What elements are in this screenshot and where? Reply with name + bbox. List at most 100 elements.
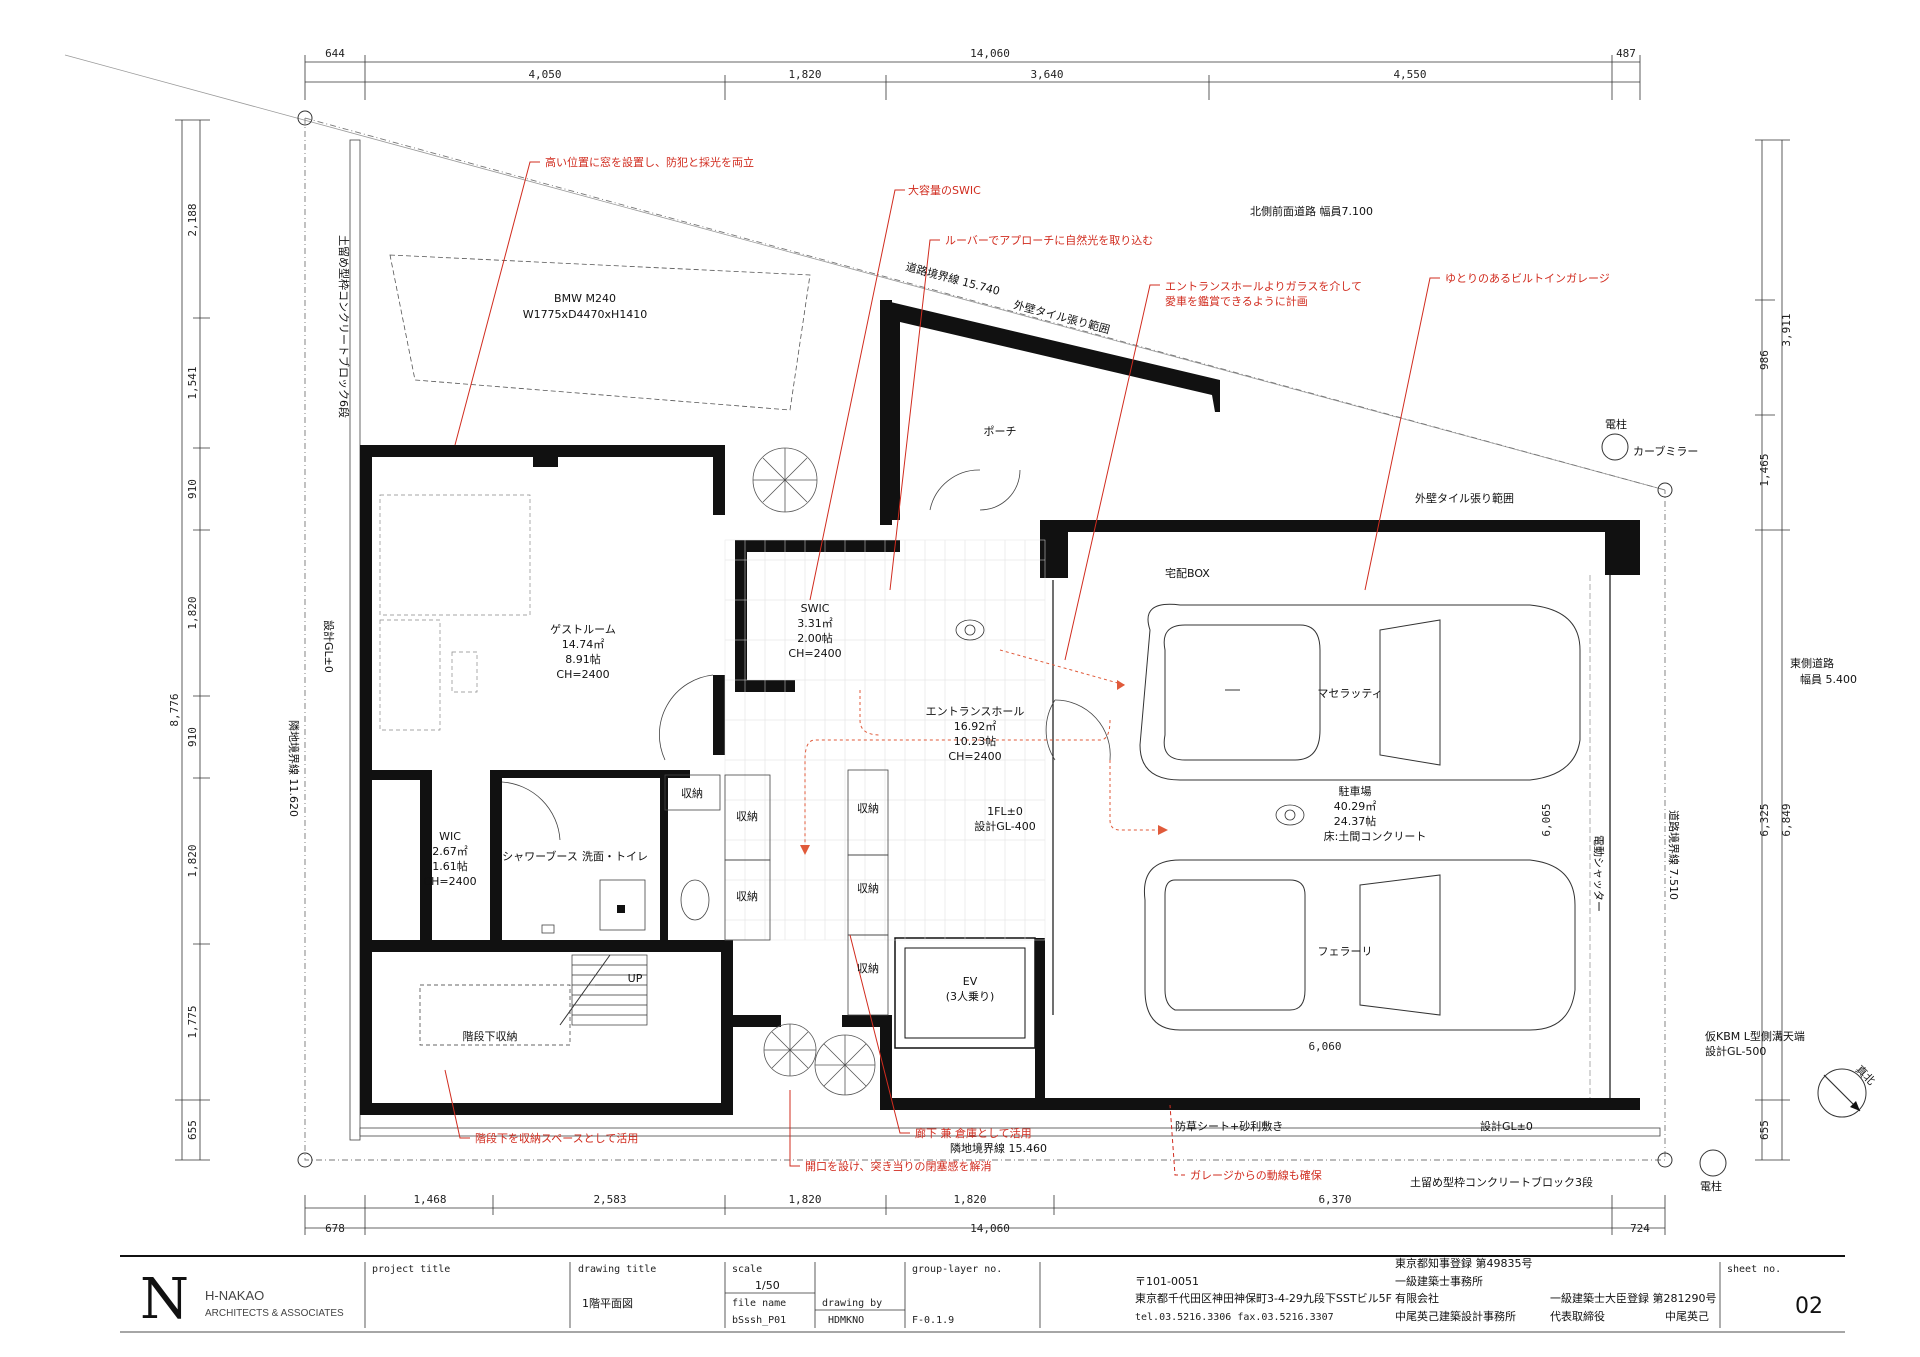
sheet-no-label: sheet no. xyxy=(1727,1264,1781,1275)
fl-gl-label: 設計GL-400 xyxy=(974,819,1035,833)
guest-furniture xyxy=(379,494,531,731)
circulation-arrows xyxy=(800,649,1168,855)
stair xyxy=(419,954,648,1046)
dim-top-left-offset: 644 xyxy=(325,47,345,60)
bmw-size: W1775xD4470xH1410 xyxy=(523,308,648,321)
dim-left-seg-6: 1,820 xyxy=(186,844,199,877)
note-high-window: 高い位置に窓を設置し、防犯と採光を両立 xyxy=(545,155,754,169)
left-dimensions: 2,188 1,541 910 1,820 910 1,820 1,775 65… xyxy=(168,119,210,1161)
design-gl-left: 設計GL±0 xyxy=(322,620,336,673)
design-notes: 高い位置に窓を設置し、防犯と採光を両立 大容量のSWIC ルーバーでアプローチに… xyxy=(475,155,1610,1182)
garage-area: 40.29㎡ xyxy=(1334,800,1377,813)
tree-icon-2 xyxy=(763,1023,817,1077)
north-arrow xyxy=(1817,1068,1867,1118)
drawing-title: 1階平面図 xyxy=(582,1296,633,1310)
note-big-swic: 大容量のSWIC xyxy=(908,183,981,197)
office-class: 一級建築士事務所 xyxy=(1395,1274,1483,1288)
dim-right-seg-4: 6,849 xyxy=(1780,803,1793,836)
drawing-by-label: drawing by xyxy=(822,1298,882,1309)
delivery-box-label: 宅配BOX xyxy=(1165,566,1210,580)
drawing-by-value: HDMKNO xyxy=(828,1315,864,1326)
stair-up-label: UP xyxy=(628,972,643,985)
storage-label-5: 収納 xyxy=(857,882,879,895)
dim-left-seg-7: 1,775 xyxy=(186,1005,199,1038)
toilet xyxy=(680,879,710,921)
office-tel: tel.03.5216.3306 fax.03.5216.3307 xyxy=(1135,1312,1334,1323)
architect-registration: 一級建築士大臣登録 第281290号 xyxy=(1550,1291,1717,1305)
retaining-wall-left xyxy=(349,139,361,1141)
utility-pole-bottom xyxy=(1699,1149,1727,1177)
north-road-label: 北側前面道路 幅員7.100 xyxy=(1250,204,1373,218)
guest-room-jo: 8.91帖 xyxy=(565,653,601,666)
office-address: 東京都千代田区神田神保町3-4-29九段下SSTビル5F xyxy=(1135,1291,1392,1305)
entrance-ch: CH=2400 xyxy=(948,750,1001,763)
dim-left-seg-4: 1,820 xyxy=(186,596,199,629)
dim-bottom-total: 14,060 xyxy=(970,1222,1010,1235)
car-maserati xyxy=(1139,603,1581,781)
curve-mirror-label: カーブミラー xyxy=(1633,444,1698,458)
storage-label-1: 収納 xyxy=(681,787,703,800)
guest-room-area: 14.74㎡ xyxy=(562,638,605,651)
group-layer-label: group-layer no. xyxy=(912,1264,1002,1275)
dim-top-seg-3: 3,640 xyxy=(1030,68,1063,81)
utility-pole-top xyxy=(1601,433,1629,461)
kbm-label-2: 設計GL-500 xyxy=(1705,1044,1766,1058)
annotation-leaders xyxy=(444,161,1440,1176)
company-type: 有限会社 xyxy=(1395,1291,1439,1305)
dim-right-seg-1: 3,911 xyxy=(1780,313,1793,346)
dim-left-seg-8: 655 xyxy=(186,1120,199,1140)
top-dimensions: 644 14,060 487 4,050 1,820 3,640 4,550 xyxy=(304,47,1641,100)
site-boundary xyxy=(64,54,1673,1168)
storage-label-3: 収納 xyxy=(736,890,758,903)
title-block: N H-NAKAO ARCHITECTS & ASSOCIATES projec… xyxy=(120,1255,1845,1333)
tree-icon-1 xyxy=(752,447,818,513)
note-garage-flow: ガレージからの動線も確保 xyxy=(1190,1168,1322,1182)
retaining-wall-bottom xyxy=(359,1127,1661,1137)
wic-area: 2.67㎡ xyxy=(432,845,468,858)
note-corridor-storage: 廊下 兼 倉庫として活用 xyxy=(915,1126,1032,1140)
dim-top-total: 14,060 xyxy=(970,47,1010,60)
dim-top-seg-4: 4,550 xyxy=(1393,68,1426,81)
dim-right-seg-2: 986 xyxy=(1758,350,1771,370)
storage-blocks xyxy=(664,769,889,1016)
garage-jo: 24.37帖 xyxy=(1334,815,1377,828)
pole-bottom-label: 電柱 xyxy=(1700,1179,1722,1193)
note-opening: 開口を設け、突き当りの閉塞感を解消 xyxy=(805,1159,991,1173)
scale-value: 1/50 xyxy=(755,1279,780,1292)
dim-right-seg-6: 655 xyxy=(1758,1120,1771,1140)
right-dimensions: 3,911 986 1,465 6,849 6,325 655 xyxy=(1755,139,1793,1161)
retaining-bottom-label: 土留め型枠コンクリートブロック3段 xyxy=(1410,1175,1593,1189)
postal-code: 〒101-0051 xyxy=(1135,1275,1199,1288)
road-boundary-east: 道路境界線 7.510 xyxy=(1667,810,1681,900)
door-swings xyxy=(658,469,1111,761)
dim-right-seg-5: 6,325 xyxy=(1758,803,1771,836)
garage-floor: 床:土間コンクリート xyxy=(1324,829,1427,843)
swic-ch: CH=2400 xyxy=(788,647,841,660)
car-ferrari xyxy=(1143,859,1576,1031)
swic-name: SWIC xyxy=(801,602,830,615)
car1-label: マセラッティ xyxy=(1317,687,1382,700)
company-name: 中尾英己建築設計事務所 xyxy=(1395,1309,1516,1323)
corner-marker-ne xyxy=(1657,482,1673,498)
fl-label: 1FL±0 xyxy=(987,805,1023,818)
note-glass-view-2: 愛車を鑑賞できるように計画 xyxy=(1165,294,1308,308)
registration: 東京都知事登録 第49835号 xyxy=(1395,1256,1533,1270)
storage-label-2: 収納 xyxy=(736,810,758,823)
gravel-label: 防草シート+砂利敷き xyxy=(1175,1119,1283,1133)
dim-bottom-seg-3: 1,820 xyxy=(788,1193,821,1206)
dim-garage-width: 6,060 xyxy=(1308,1040,1341,1053)
porch-label: ポーチ xyxy=(984,425,1017,438)
guest-room-name: ゲストルーム xyxy=(550,623,616,636)
dim-bottom-right-offset: 724 xyxy=(1630,1222,1650,1235)
window-sill-guest xyxy=(533,445,558,467)
person-icon-garage xyxy=(1275,804,1305,826)
logo-letter: N xyxy=(140,1267,189,1332)
tile-garage-label: 外壁タイル張り範囲 xyxy=(1415,491,1514,505)
retaining-left-label: 土留め型枠コンクリートブロック6段 xyxy=(337,235,351,418)
entrance-area: 16.92㎡ xyxy=(954,720,997,733)
ev-label: EV xyxy=(963,975,978,988)
building-walls xyxy=(360,300,1640,1115)
swic-jo: 2.00帖 xyxy=(797,632,833,645)
shower-drain xyxy=(541,924,555,934)
swic-area: 3.31㎡ xyxy=(797,617,833,630)
